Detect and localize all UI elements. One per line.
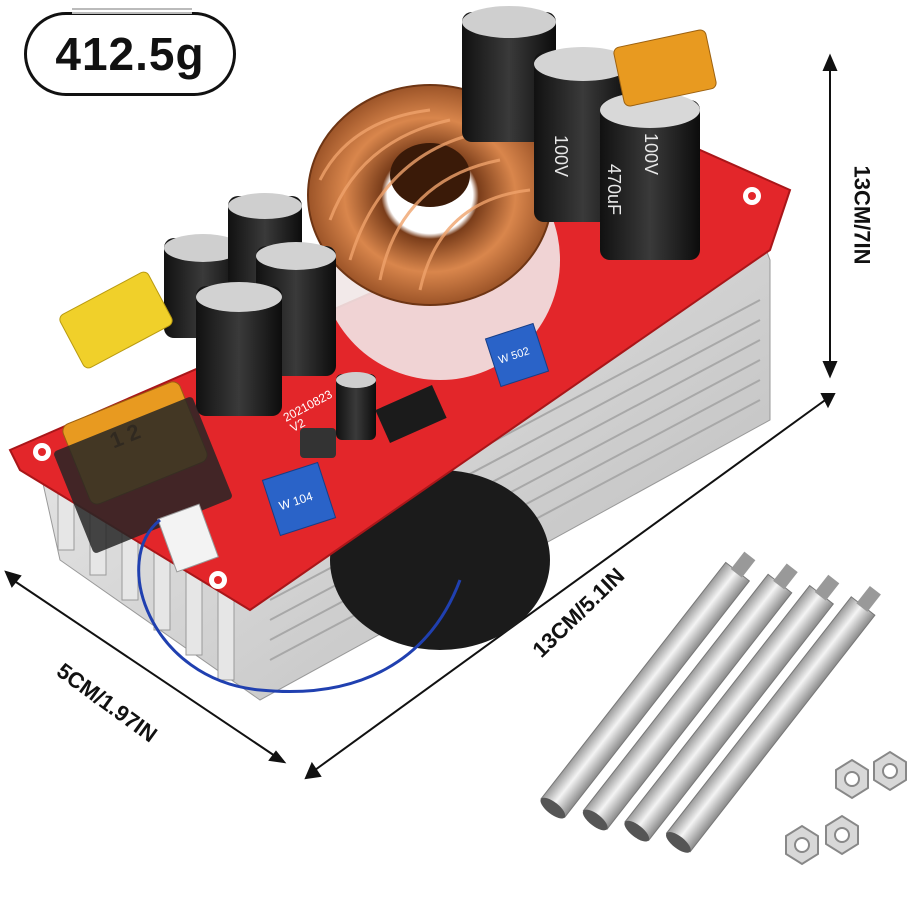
- badge-decoration: [72, 8, 192, 14]
- fan-wire: [137, 518, 462, 693]
- capacitor-voltage-label-2: 100V: [641, 133, 661, 175]
- height-arrow: [822, 53, 838, 379]
- hex-nuts: [785, 750, 907, 866]
- trimpot-voltage: W 104: [261, 461, 337, 537]
- capacitor-voltage-label: 100V: [551, 135, 571, 177]
- board-revision: V2: [288, 415, 308, 434]
- trimpot-current: W 502: [484, 322, 550, 388]
- weight-badge: 412.5g: [24, 12, 236, 96]
- width-arrow: [4, 570, 287, 764]
- yellow-fuse-block: [59, 271, 173, 369]
- output-fuse: [613, 29, 717, 107]
- length-arrow: [304, 393, 836, 780]
- standoff-pillars: [540, 551, 881, 853]
- weight-label: 412.5g: [55, 28, 205, 80]
- pcb-mount-holes: [33, 187, 761, 589]
- fan-connector: [157, 503, 219, 573]
- inductor-small: [300, 428, 336, 458]
- ic-chip: [375, 384, 447, 444]
- height-dimension-label: 13CM/7IN: [849, 165, 875, 265]
- capacitor-label: 470uF: [604, 164, 624, 215]
- small-capacitors: [164, 193, 376, 440]
- large-capacitors: 470uF 100V 100V: [462, 6, 700, 260]
